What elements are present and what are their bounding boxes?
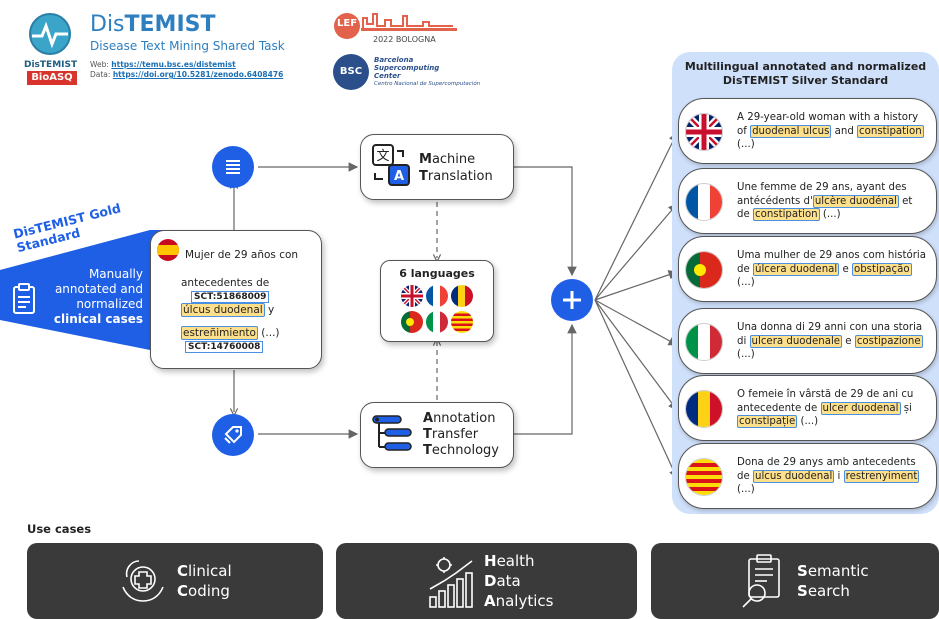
- svg-text:A: A: [394, 169, 404, 184]
- catalonia-flag-icon: [451, 311, 473, 333]
- uk-flag-icon: [685, 113, 723, 151]
- data-link-row: Data: https://doi.org/10.5281/zenodo.640…: [90, 70, 284, 79]
- analytics-chart-icon: [426, 553, 478, 609]
- translation-card-ro: O femeie în vârstă de 29 de ani cu antec…: [678, 375, 937, 441]
- translation-text-it: Una donna di 29 anni con una storia di u…: [737, 322, 923, 360]
- clef-logo-text: LEF: [337, 18, 358, 29]
- use-case-semantic-search: Semantic Search: [651, 543, 939, 619]
- health-data-analytics-label: Health Data Analytics: [484, 552, 554, 610]
- plus-icon: [563, 291, 581, 309]
- distemist-logo-text: DisTEMIST: [24, 60, 78, 70]
- silver-standard-title: Multilingual annotated and normalized Di…: [684, 60, 927, 87]
- italy-flag-icon: [426, 311, 448, 333]
- gold-standard-description: Manually annotated and normalized clinic…: [53, 267, 143, 326]
- distemist-logo: [22, 10, 78, 66]
- spanish-case-box: Mujer de 29 años con antecedentes de SCT…: [150, 230, 322, 369]
- france-flag-icon: [685, 183, 723, 221]
- gold-standard-shape: [0, 230, 180, 350]
- use-case-health-data-analytics: Health Data Analytics: [336, 543, 637, 619]
- catalonia-flag-icon: [685, 458, 723, 496]
- translation-text-fr: Une femme de 29 ans, ayant des antécéden…: [737, 182, 913, 221]
- snomed-code-1: SCT:51868009: [191, 291, 270, 303]
- france-flag-icon: [426, 285, 448, 307]
- spanish-term-1: úlcus duodenal: [181, 303, 265, 317]
- romania-flag-icon: [685, 390, 723, 428]
- snomed-code-2: SCT:14760008: [185, 341, 264, 353]
- spanish-term-1-row: úlcus duodenal y: [181, 303, 275, 317]
- translation-text-pt: Uma mulher de 29 anos com história de úl…: [737, 250, 926, 288]
- page-title: DisTEMIST: [90, 12, 216, 37]
- bsc-logo: BSC: [333, 54, 369, 90]
- tag-icon: [224, 426, 242, 444]
- spain-flag-icon: [157, 239, 179, 261]
- translation-text-en: A 29-year-old woman with a history of du…: [737, 112, 924, 150]
- translation-card-it: Una donna di 29 anni con una storia di u…: [678, 308, 937, 374]
- translation-card-en: A 29-year-old woman with a history of du…: [678, 98, 937, 164]
- italy-flag-icon: [685, 323, 723, 361]
- romania-flag-icon: [451, 285, 473, 307]
- annotation-transfer-box: Annotation Transfer Technology: [360, 402, 514, 468]
- clef-logo: LEF 2022 BOLOGNA: [333, 12, 463, 46]
- web-link-row: Web: https://temu.bsc.es/distemist: [90, 60, 236, 69]
- machine-translation-box: 文 A Machine Translation: [360, 134, 514, 200]
- spanish-line2: antecedentes de: [181, 277, 270, 289]
- portugal-flag-icon: [401, 311, 423, 333]
- document-icon: [226, 160, 240, 174]
- spanish-line1: Mujer de 29 años con: [185, 249, 299, 261]
- semantic-search-label: Semantic Search: [797, 562, 869, 600]
- bsc-name: Barcelona Supercomputing Center Centro N…: [374, 56, 481, 87]
- spanish-term-2: estreñimiento: [181, 326, 258, 340]
- translate-icon: 文 A: [371, 143, 411, 189]
- clinical-coding-icon: [119, 557, 167, 605]
- annotation-icon: [371, 413, 413, 457]
- translation-card-pt: Uma mulher de 29 anos com história de úl…: [678, 236, 937, 302]
- use-cases-heading: Use cases: [27, 522, 92, 536]
- semantic-search-icon: [739, 553, 789, 611]
- portugal-flag-icon: [685, 251, 723, 289]
- data-link[interactable]: https://doi.org/10.5281/zenodo.6408476: [112, 70, 284, 79]
- svg-text:文: 文: [376, 149, 389, 164]
- tag-circle: [212, 414, 254, 456]
- translation-text-ro: O femeie în vârstă de 29 de ani cu antec…: [737, 389, 914, 428]
- clipboard-icon: [8, 282, 40, 316]
- web-link[interactable]: https://temu.bsc.es/distemist: [111, 60, 236, 69]
- translation-card-fr: Une femme de 29 ans, ayant des antécéden…: [678, 168, 937, 234]
- document-circle: [212, 146, 254, 188]
- use-case-clinical-coding: Clinical Coding: [27, 543, 323, 619]
- merge-plus-circle: [551, 279, 593, 321]
- uk-flag-icon: [401, 285, 423, 307]
- bioasq-logo: BioASQ: [27, 71, 77, 85]
- languages-box: 6 languages: [380, 260, 494, 342]
- translation-text-ca: Dona de 29 anys amb antecedents de ulcus…: [737, 457, 920, 495]
- spanish-term-2-row: estreñimiento (...): [181, 326, 280, 340]
- annotation-transfer-label: Annotation Transfer Technology: [423, 411, 499, 458]
- machine-translation-label: Machine Translation: [419, 152, 493, 184]
- page-subtitle: Disease Text Mining Shared Task: [90, 39, 285, 53]
- clinical-coding-label: Clinical Coding: [177, 562, 232, 600]
- languages-title: 6 languages: [399, 267, 475, 280]
- translation-card-ca: Dona de 29 anys amb antecedents de ulcus…: [678, 443, 937, 509]
- clef-year: 2022 BOLOGNA: [373, 35, 436, 44]
